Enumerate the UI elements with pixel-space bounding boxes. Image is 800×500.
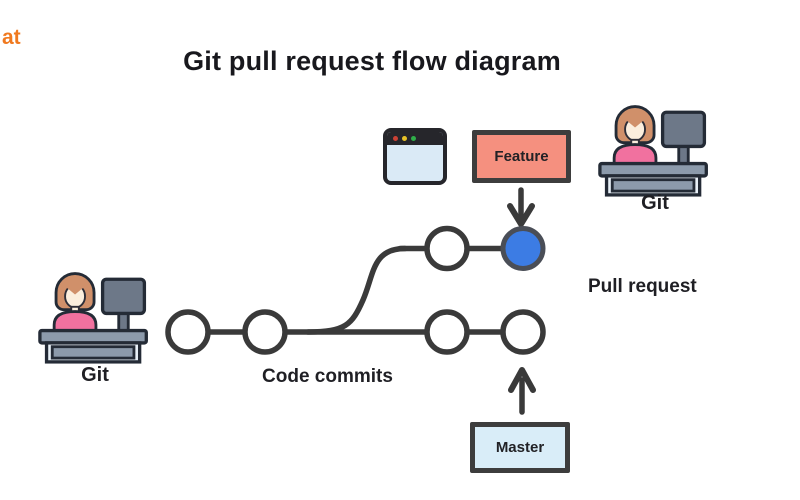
master-arrow-head <box>508 367 536 393</box>
page-title: Git pull request flow diagram <box>183 46 561 76</box>
browser-dot-yellow <box>402 136 407 141</box>
browser-dot-red <box>393 136 398 141</box>
master-branch-box: Master <box>470 422 570 473</box>
person-at-desk-left <box>38 260 152 365</box>
code-commits-label: Code commits <box>262 366 393 387</box>
feature-arrow-head <box>507 203 535 227</box>
feature-branch-label: Feature <box>494 148 549 165</box>
commit-node-1 <box>165 309 211 355</box>
commit-node-3 <box>424 309 470 355</box>
brand-logo: at <box>2 26 21 49</box>
browser-dot-green <box>411 136 416 141</box>
commit-node-4 <box>500 309 546 355</box>
feature-branch-box: Feature <box>472 130 571 183</box>
git-label-right: Git <box>641 192 669 214</box>
branch-curve <box>305 245 408 335</box>
feature-commit-node <box>424 225 470 272</box>
feature-tip-commit-node <box>500 226 546 271</box>
browser-titlebar <box>387 132 443 145</box>
browser-window-icon <box>383 128 447 185</box>
commit-node-2 <box>242 309 288 355</box>
git-label-left: Git <box>81 364 109 386</box>
master-branch-label: Master <box>495 439 545 456</box>
pull-request-label: Pull request <box>588 276 697 297</box>
person-at-desk-right <box>598 93 712 198</box>
